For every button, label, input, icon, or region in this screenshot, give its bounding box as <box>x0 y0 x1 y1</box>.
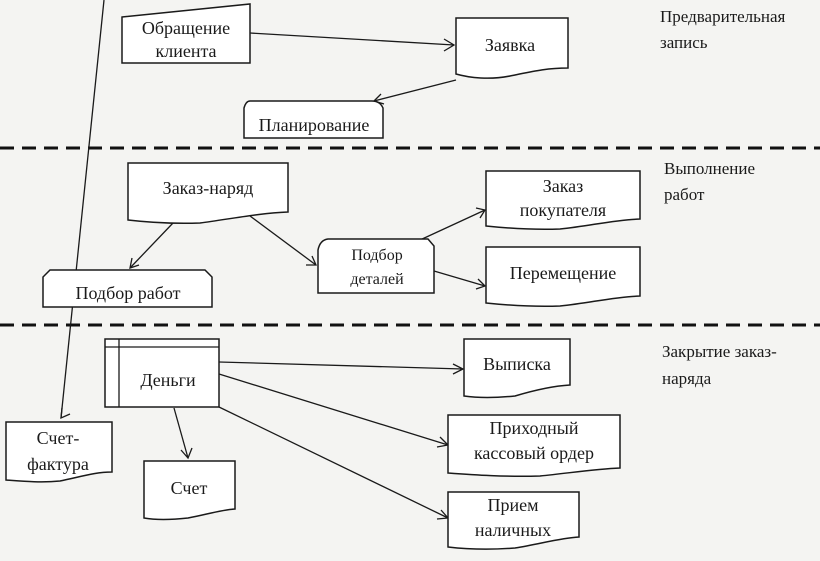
node-label: Счет- <box>37 428 80 448</box>
stage-label-line: работ <box>664 185 705 204</box>
node-label: Перемещение <box>510 263 616 283</box>
stage-label-prelim: Предварительная запись <box>660 7 786 52</box>
node-planning[interactable]: Планирование <box>243 100 384 139</box>
stage-label-closing: Закрытие заказ- наряда <box>662 342 777 388</box>
node-label: кассовый ордер <box>474 443 594 463</box>
node-client-request[interactable]: Обращение клиента <box>121 3 251 64</box>
node-customer-order[interactable]: Заказ покупателя <box>485 170 641 231</box>
edge-client-request-to-application <box>249 32 455 46</box>
arrow-head-icon <box>129 257 140 269</box>
edge-work-order-to-work-selection <box>129 222 174 269</box>
node-parts-selection[interactable]: Подбор деталей <box>317 238 435 294</box>
node-application[interactable]: Заявка <box>455 17 569 79</box>
node-invoice-factura[interactable]: Счет- фактура <box>5 421 113 483</box>
node-work-order[interactable]: Заказ-наряд <box>127 162 289 225</box>
node-label: Обращение <box>142 18 230 38</box>
node-invoice[interactable]: Счет <box>143 460 236 521</box>
node-label: Планирование <box>259 115 370 135</box>
node-label: Подбор <box>351 247 402 264</box>
node-label: покупателя <box>520 200 606 220</box>
node-label: Деньги <box>140 370 196 390</box>
edge-application-to-planning <box>373 79 457 102</box>
node-label: Приходный <box>490 418 579 438</box>
edge-money-to-invoice <box>173 407 189 459</box>
edge-parts-selection-to-customer-order <box>419 209 486 241</box>
node-label: Выписка <box>483 354 551 374</box>
node-money[interactable]: Деньги <box>104 338 220 408</box>
node-statement[interactable]: Выписка <box>463 338 571 399</box>
stage-label-execution: Выполнение работ <box>664 159 755 204</box>
stage-label-line: запись <box>660 33 708 52</box>
node-label: деталей <box>350 271 404 288</box>
edge-work-order-to-parts-selection <box>249 215 317 266</box>
edge-money-to-invoice-factura <box>60 0 105 419</box>
node-cash-receipt-order[interactable]: Приходный кассовый ордер <box>447 414 621 478</box>
edge-parts-selection-to-transfer <box>433 270 486 287</box>
stage-label-line: наряда <box>662 369 712 388</box>
stage-label-line: Закрытие заказ- <box>662 342 777 361</box>
node-label: Заказ-наряд <box>163 178 254 198</box>
arrow-head-icon <box>180 447 193 460</box>
edge-money-to-statement <box>218 361 464 370</box>
arrow-head-icon <box>60 407 71 420</box>
node-work-selection[interactable]: Подбор работ <box>42 269 213 308</box>
edge-money-to-cash-acceptance <box>218 406 449 519</box>
edges <box>60 0 487 520</box>
node-cash-acceptance[interactable]: Прием наличных <box>447 491 580 550</box>
node-label: наличных <box>475 520 551 540</box>
arrow-head-icon <box>475 278 487 290</box>
arrow-head-icon <box>436 509 450 520</box>
node-label: Счет <box>171 478 208 498</box>
arrow-head-icon <box>443 38 456 52</box>
node-label: фактура <box>27 454 89 474</box>
node-label: Заказ <box>543 176 584 196</box>
arrow-head-icon <box>452 363 465 375</box>
arrow-head-icon <box>475 207 487 219</box>
node-label: Заявка <box>485 35 535 55</box>
node-transfer[interactable]: Перемещение <box>485 246 641 308</box>
stage-label-line: Выполнение <box>664 159 755 178</box>
edge-money-to-cash-receipt-order <box>218 373 449 446</box>
stage-label-line: Предварительная <box>660 7 786 26</box>
node-label: клиента <box>155 41 216 61</box>
node-label: Подбор работ <box>75 283 180 303</box>
arrow-head-icon <box>306 255 318 266</box>
node-label: Прием <box>487 495 538 515</box>
